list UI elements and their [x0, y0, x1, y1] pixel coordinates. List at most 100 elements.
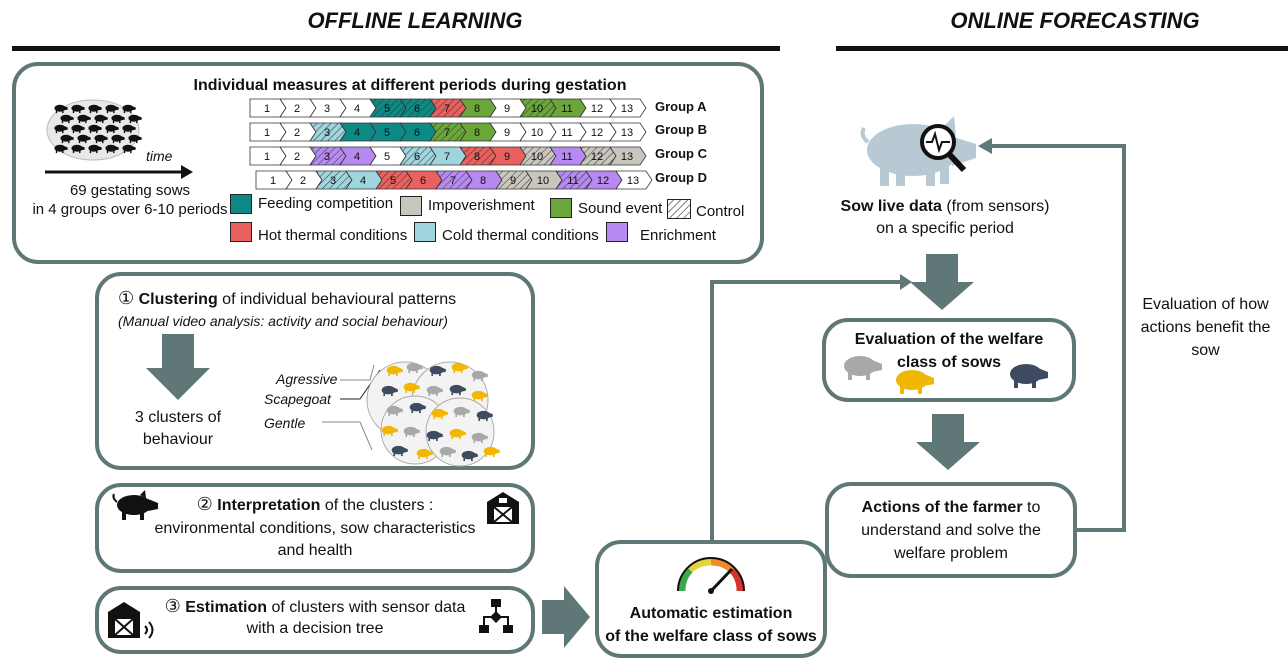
actions-bold: Actions of the farmer [861, 499, 1023, 516]
step2-number: ② [196, 494, 213, 514]
cluster-pig [449, 428, 466, 440]
legend-feeding-swatch [230, 194, 252, 214]
cluster-pig [403, 382, 420, 394]
cluster-pig [386, 405, 403, 417]
cluster-pig [386, 365, 403, 377]
cluster-pig [471, 370, 488, 382]
period-chevron-hatch [430, 99, 466, 117]
period-number: 7 [450, 175, 456, 187]
cluster-pig [471, 390, 488, 402]
period-number: 9 [510, 175, 516, 187]
period-number: 1 [264, 103, 270, 115]
period-number: 13 [621, 151, 633, 163]
herd-pig [54, 144, 68, 154]
group-a-label: Group A [655, 99, 707, 114]
legend-hot-swatch [230, 222, 252, 242]
clusters-result-1: 3 clusters of [134, 409, 222, 426]
arrow-to-automatic [542, 586, 590, 648]
period-number: 5 [384, 151, 390, 163]
sows-count-text: 69 gestating sows [69, 182, 191, 199]
period-chevron-hatch [460, 147, 496, 165]
herd-pig [105, 104, 119, 114]
actions-line2: understand and solve the [861, 522, 1041, 539]
period-chevron-hatch [556, 171, 592, 189]
period-number: 6 [420, 175, 426, 187]
connector-feedback-loop-head [978, 138, 992, 154]
group-b-label: Group B [655, 122, 707, 137]
period-number: 4 [354, 151, 360, 163]
herd-pig [122, 124, 136, 134]
legend-sound-label: Sound event [578, 200, 663, 217]
herd-pig [122, 144, 136, 154]
period-number: 9 [504, 103, 510, 115]
online-rule [836, 46, 1288, 51]
period-number: 3 [324, 103, 330, 115]
cluster-venn-diagram [322, 361, 500, 467]
period-number: 2 [294, 127, 300, 139]
period-number: 1 [264, 127, 270, 139]
gauge-icon [677, 557, 745, 594]
period-number: 3 [330, 175, 336, 187]
automatic-line1: Automatic estimation [629, 605, 793, 622]
period-number: 10 [531, 103, 543, 115]
time-arrow [45, 165, 193, 179]
cluster-pig [461, 450, 478, 462]
period-number: 12 [591, 103, 603, 115]
period-number: 10 [531, 127, 543, 139]
period-number: 5 [384, 127, 390, 139]
period-chevron-hatch [310, 147, 346, 165]
period-number: 7 [444, 151, 450, 163]
period-chevron-hatch [430, 123, 466, 141]
interpretation-line2: environmental conditions, sow characteri… [154, 520, 476, 537]
herd-pig [54, 124, 68, 134]
offline-rule [12, 46, 780, 51]
herd-pig [60, 134, 74, 144]
down-arrow-clusters [146, 334, 210, 400]
step1-rest: of individual behavioural patterns [217, 291, 457, 308]
period-number: 2 [294, 103, 300, 115]
cluster-pig [381, 425, 398, 437]
period-number: 12 [591, 151, 603, 163]
pig-silhouette-icon [112, 490, 158, 520]
period-chevron-hatch [496, 171, 532, 189]
period-chevron-hatch [370, 99, 406, 117]
period-number: 1 [270, 175, 276, 187]
feedback-line3: sow [1191, 342, 1220, 359]
clustering-heading: ① Clustering of individual behavioural p… [118, 288, 456, 310]
period-number: 3 [324, 127, 330, 139]
pig-navy-icon [1010, 364, 1048, 388]
period-number: 9 [504, 151, 510, 163]
period-number: 13 [621, 103, 633, 115]
period-number: 10 [537, 175, 549, 187]
cluster-pig [471, 432, 488, 444]
herd-pig [88, 104, 102, 114]
feedback-line1: Evaluation of how [1142, 296, 1269, 313]
period-chevron [609, 146, 647, 166]
herd-pig [54, 104, 68, 114]
period-number: 4 [354, 103, 360, 115]
cluster-pig [406, 362, 423, 374]
feedback-line2: actions benefit the [1140, 319, 1271, 336]
legend-enrichment-swatch [606, 222, 628, 242]
herd-pig [77, 114, 91, 124]
legend-cold-label: Cold thermal conditions [442, 227, 599, 244]
down-arrow-to-evaluation [910, 254, 974, 310]
herd-pig [88, 124, 102, 134]
step1-number: ① [118, 288, 135, 308]
cluster-pig [391, 445, 408, 457]
period-number: 8 [480, 175, 486, 187]
herd-pig [71, 104, 85, 114]
label-gentle: Gentle [264, 415, 306, 431]
period-number: 6 [414, 127, 420, 139]
interpretation-line3: and health [277, 542, 353, 559]
barn-sensor-icon [108, 602, 154, 639]
actions-line1: Actions of the farmer to [830, 498, 1072, 518]
cluster-pig [409, 402, 426, 414]
step1-bold: Clustering [138, 291, 218, 308]
clustering-note: (Manual video analysis: activity and soc… [118, 313, 448, 329]
cluster-pig [381, 385, 398, 397]
online-forecasting-title: ONLINE FORECASTING [950, 8, 1200, 33]
legend-control-label: Control [696, 203, 745, 220]
period-number: 4 [360, 175, 366, 187]
